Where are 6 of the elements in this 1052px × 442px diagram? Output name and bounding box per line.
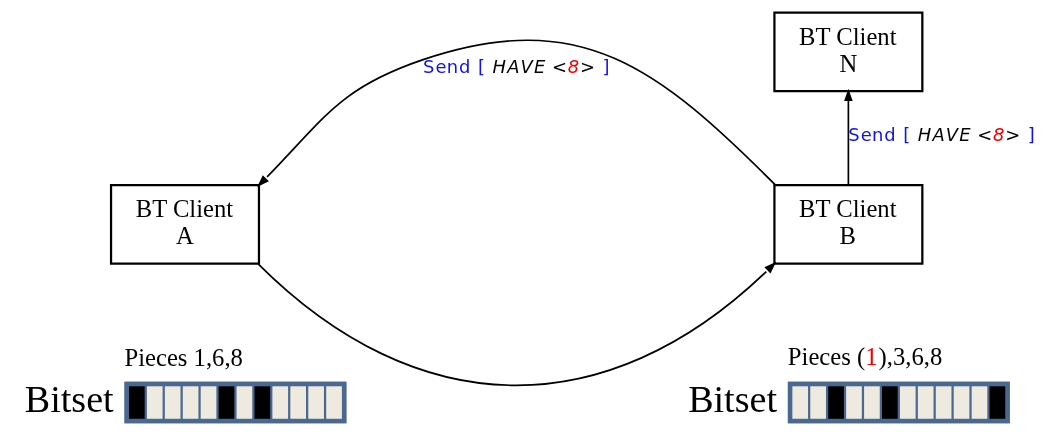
label: Bitset [24,378,114,421]
edge-label: Send [ HAVE <8> ] [847,124,1035,146]
label: Pieces (1),3,6,8 [787,342,942,370]
label: Pieces 1,6,8 [124,343,243,371]
edge-label: Send [ HAVE <8> ] [422,55,609,77]
label: Bitset [687,378,777,421]
